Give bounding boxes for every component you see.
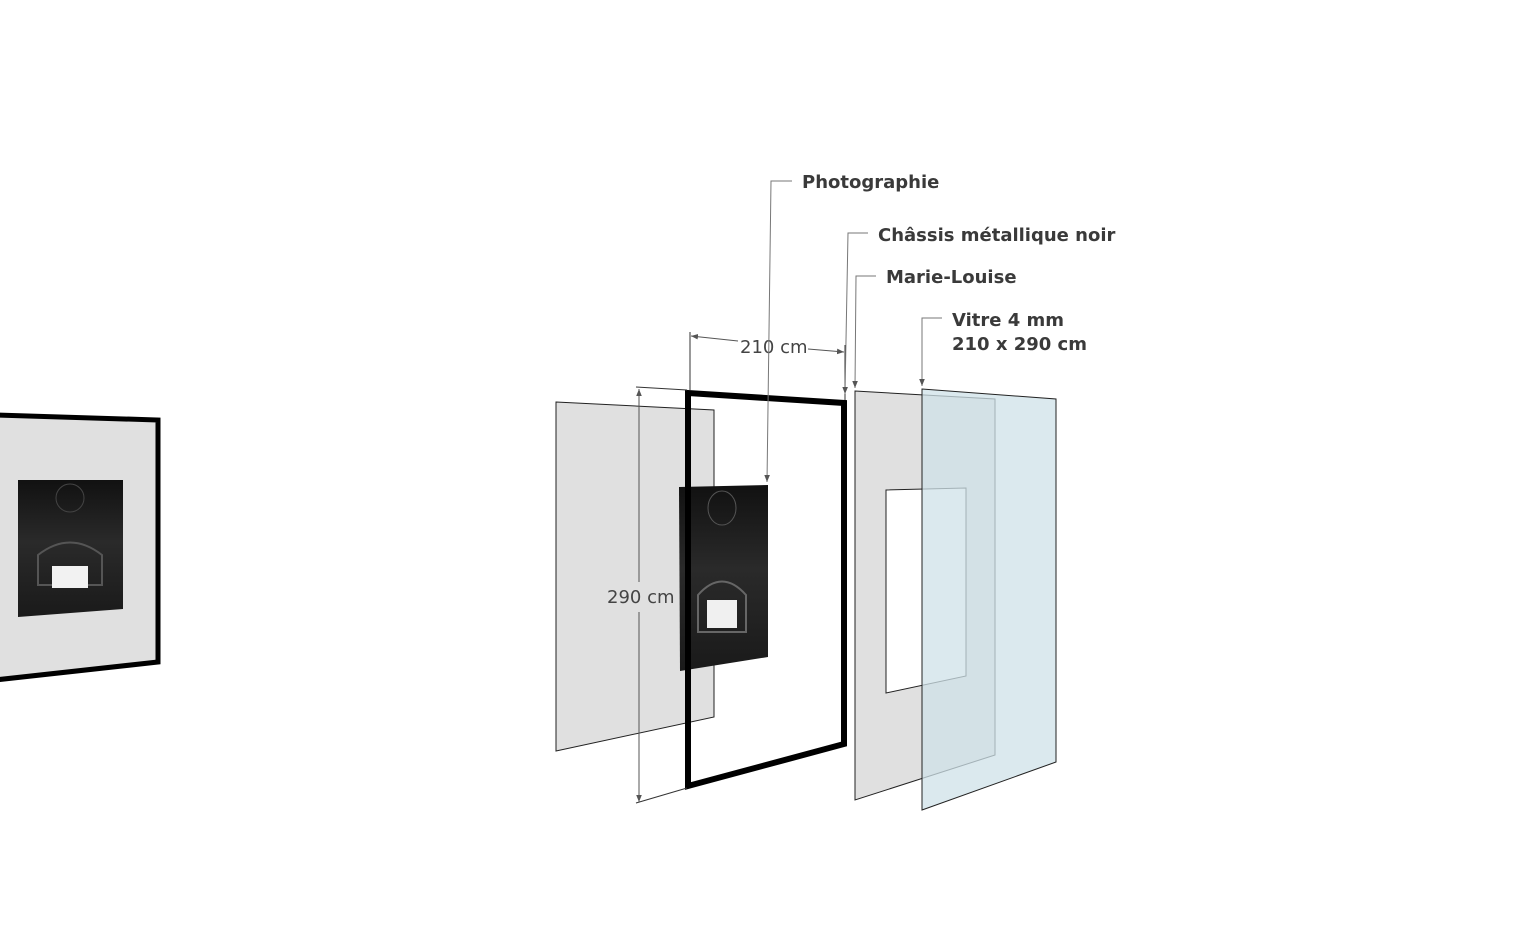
width-dimension-label: 210 cm	[740, 337, 808, 358]
label-photographie: Photographie	[802, 172, 939, 193]
photograph	[679, 485, 768, 671]
leader-marie-louise: Marie-Louise	[852, 267, 1017, 389]
leader-chassis: Châssis métallique noir	[842, 225, 1115, 395]
preview-photo	[18, 480, 123, 617]
glass-pane	[921, 388, 1057, 811]
height-dimension: 290 cm	[607, 386, 688, 804]
back-panel	[555, 401, 715, 752]
label-marie-louise: Marie-Louise	[886, 267, 1017, 288]
leader-vitre: Vitre 4 mm 210 x 290 cm	[919, 310, 1087, 386]
black-metal-frame	[685, 389, 847, 790]
label-vitre-size: 210 x 290 cm	[952, 334, 1087, 355]
width-dimension: 210 cm	[689, 332, 846, 400]
leader-photo: Photographie	[764, 172, 939, 483]
height-dimension-label: 290 cm	[607, 587, 675, 608]
label-vitre: Vitre 4 mm	[952, 310, 1064, 331]
label-chassis: Châssis métallique noir	[878, 225, 1115, 246]
assembled-frame-preview	[0, 412, 161, 682]
